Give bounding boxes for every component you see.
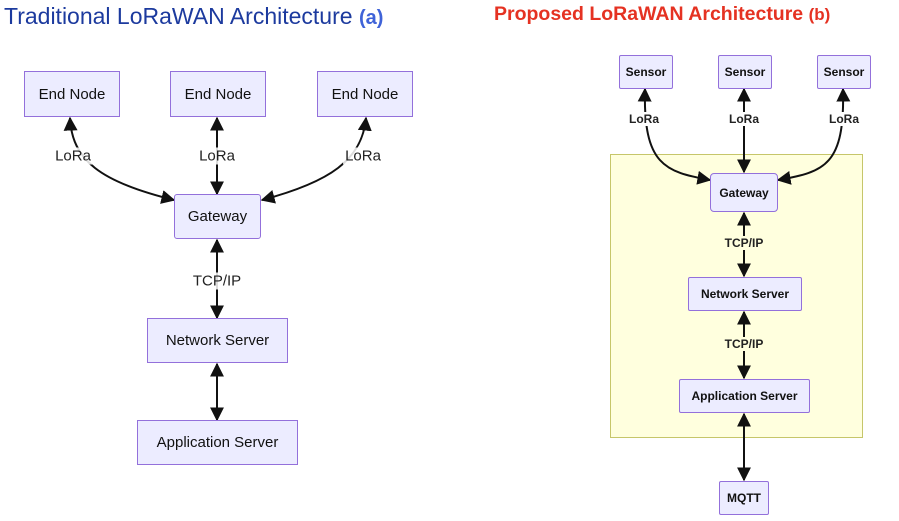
diagram-b-title-text: Proposed LoRaWAN Architecture <box>494 3 804 25</box>
edge-b-sensor1-gateway <box>637 87 712 185</box>
end-node-3-label: End Node <box>331 85 399 103</box>
network-server-b-label: Network Server <box>700 287 790 301</box>
end-node-2: End Node <box>170 71 266 117</box>
network-server-b: Network Server <box>688 277 802 311</box>
sensor-3: Sensor <box>817 55 871 89</box>
diagram-a-title: Traditional LoRaWAN Architecture (a) <box>4 3 383 30</box>
network-server-a-label: Network Server <box>165 332 270 349</box>
diagram-a-title-text: Traditional LoRaWAN Architecture <box>4 3 353 29</box>
end-node-1-label: End Node <box>38 85 106 103</box>
diagram-a-tag: (a) <box>358 7 384 29</box>
edge-b-tcpip-label-2: TCP/IP <box>722 337 766 351</box>
edge-b-tcpip-label-1: TCP/IP <box>722 236 766 250</box>
gateway-b-label: Gateway <box>719 185 769 200</box>
diagram-b-title: Proposed LoRaWAN Architecture (b) <box>494 3 830 26</box>
edge-a-lora-label-3: LoRa <box>343 147 383 165</box>
gateway-a-label: Gateway <box>187 208 248 225</box>
application-server-b-label: Application Server <box>691 389 798 403</box>
sensor-3-label: Sensor <box>823 65 865 79</box>
edge-a-lora-label-2: LoRa <box>197 147 237 165</box>
edge-b-sensor3-gateway <box>776 87 851 185</box>
application-server-a-label: Application Server <box>156 434 279 451</box>
application-server-b: Application Server <box>679 379 810 413</box>
edge-b-lora-label-2: LoRa <box>727 112 761 126</box>
network-server-a: Network Server <box>147 318 288 363</box>
edge-b-lora-label-1: LoRa <box>627 112 661 126</box>
end-node-2-label: End Node <box>184 85 252 103</box>
diagram-b-tag: (b) <box>808 5 831 24</box>
sensor-2: Sensor <box>718 55 772 89</box>
edge-a-tcpip-label: TCP/IP <box>190 272 244 290</box>
edge-a-lora-label-1: LoRa <box>53 147 93 165</box>
edge-a-endnode3-gateway <box>260 116 372 204</box>
sensor-1: Sensor <box>619 55 673 89</box>
end-node-3: End Node <box>317 71 413 117</box>
sensor-1-label: Sensor <box>625 65 667 79</box>
mqtt-node: MQTT <box>719 481 769 515</box>
gateway-b: Gateway <box>710 173 778 212</box>
application-server-a: Application Server <box>137 420 298 465</box>
sensor-2-label: Sensor <box>724 65 766 79</box>
gateway-a: Gateway <box>174 194 261 239</box>
mqtt-label: MQTT <box>727 491 761 505</box>
end-node-1: End Node <box>24 71 120 117</box>
edge-b-lora-label-3: LoRa <box>827 112 861 126</box>
edge-a-endnode1-gateway <box>63 116 176 204</box>
